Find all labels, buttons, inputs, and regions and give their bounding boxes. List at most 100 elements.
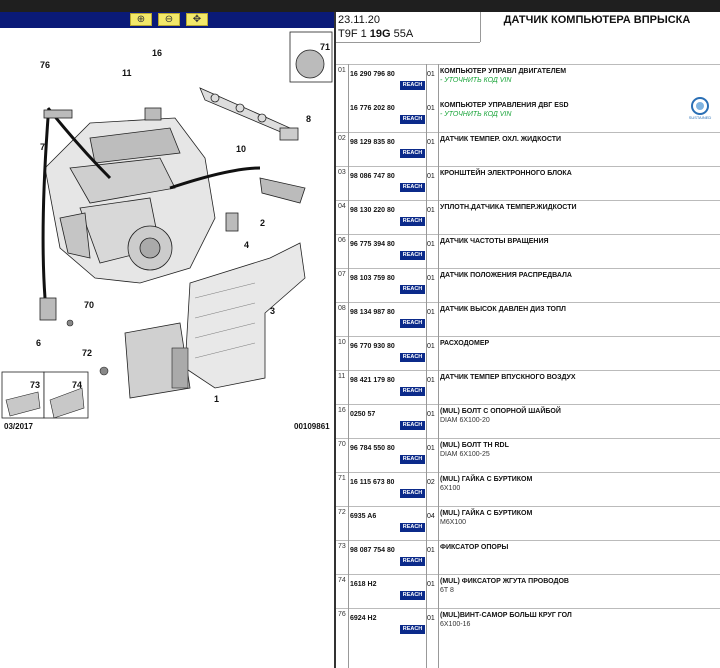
reach-badge[interactable]: REACH	[400, 523, 425, 532]
pane-divider[interactable]	[334, 12, 336, 668]
callout-72[interactable]: 72	[82, 348, 92, 358]
fuel-rail-illustration	[199, 87, 299, 141]
engine-illustration	[44, 117, 216, 284]
part-reference[interactable]: 16 290 796 80	[350, 71, 395, 78]
reach-badge[interactable]: REACH	[400, 387, 425, 396]
callout-71[interactable]: 71	[320, 42, 330, 52]
callout-74[interactable]: 74	[72, 380, 82, 390]
part-description: КОМПЬЮТЕР УПРАВЛ ДВИГАТЕЛЕМ	[440, 68, 567, 75]
reach-badge[interactable]: REACH	[400, 81, 425, 90]
callout-73[interactable]: 73	[30, 380, 40, 390]
callout-4[interactable]: 4	[244, 240, 249, 250]
part-reference[interactable]: 98 421 179 80	[350, 377, 395, 384]
reach-badge[interactable]: REACH	[400, 115, 425, 124]
part-reference[interactable]: 98 134 987 80	[350, 309, 395, 316]
zoom-in-icon[interactable]: ⊕	[130, 13, 152, 26]
part-reference[interactable]: 98 130 220 80	[350, 207, 395, 214]
row-number: 06	[338, 237, 346, 244]
callout-16[interactable]: 16	[152, 48, 162, 58]
callout-76[interactable]: 76	[40, 60, 50, 70]
part-reference[interactable]: 16 115 673 80	[350, 479, 395, 486]
callout-1[interactable]: 1	[214, 394, 219, 404]
part-reference[interactable]: 96 784 550 80	[350, 445, 395, 452]
reach-badge[interactable]: REACH	[400, 149, 425, 158]
callout-11[interactable]: 11	[122, 68, 132, 78]
callout-10[interactable]: 10	[236, 144, 246, 154]
callout-7[interactable]: 7	[40, 142, 45, 152]
row-number: 07	[338, 271, 346, 278]
part-reference[interactable]: 98 086 747 80	[350, 173, 395, 180]
part-description: КРОНШТЕЙН ЭЛЕКТРОННОГО БЛОКА	[440, 170, 572, 177]
reach-badge[interactable]: REACH	[400, 455, 425, 464]
reach-badge[interactable]: REACH	[400, 421, 425, 430]
reach-badge[interactable]: REACH	[400, 285, 425, 294]
part-reference[interactable]: 0250 57	[350, 411, 376, 418]
part-description: ДАТЧИК ТЕМПЕР. ОХЛ. ЖИДКОСТИ	[440, 136, 562, 143]
part-reference[interactable]: 98 087 754 80	[350, 547, 395, 554]
callout-6[interactable]: 6	[36, 338, 41, 348]
callout-8[interactable]: 8	[306, 114, 311, 124]
callout-3[interactable]: 3	[270, 306, 275, 316]
reach-badge[interactable]: REACH	[400, 319, 425, 328]
row-number: 74	[338, 577, 346, 584]
pan-icon[interactable]: ✥	[186, 13, 208, 26]
part-reference[interactable]: 1618 H2	[350, 581, 377, 588]
zoom-out-icon[interactable]: ⊖	[158, 13, 180, 26]
part-reference[interactable]: 96 770 930 80	[350, 343, 395, 350]
part-reference[interactable]: 98 129 835 80	[350, 139, 395, 146]
callout-2[interactable]: 2	[260, 218, 265, 228]
reach-badge[interactable]: REACH	[400, 353, 425, 362]
callout-70[interactable]: 70	[84, 300, 94, 310]
part-reference[interactable]: 6935 A6	[350, 513, 377, 520]
harness-wire	[41, 117, 50, 299]
part-reference[interactable]: 16 776 202 80	[350, 105, 395, 112]
row-number: 16	[338, 407, 346, 414]
header-divider	[480, 12, 481, 42]
part-quantity: 01	[427, 445, 435, 452]
reach-badge[interactable]: REACH	[400, 183, 425, 192]
reach-badge[interactable]: REACH	[400, 557, 425, 566]
part-reference[interactable]: 96 775 394 80	[350, 241, 395, 248]
reach-badge[interactable]: REACH	[400, 251, 425, 260]
part-reference[interactable]: 6924 H2	[350, 615, 377, 622]
reach-badge[interactable]: REACH	[400, 625, 425, 634]
reach-badge[interactable]: REACH	[400, 591, 425, 600]
reach-badge[interactable]: REACH	[400, 217, 425, 226]
reach-badge[interactable]: REACH	[400, 489, 425, 498]
part-reference[interactable]: 98 103 759 80	[350, 275, 395, 282]
intake-temp-sensor-illustration	[144, 107, 162, 121]
